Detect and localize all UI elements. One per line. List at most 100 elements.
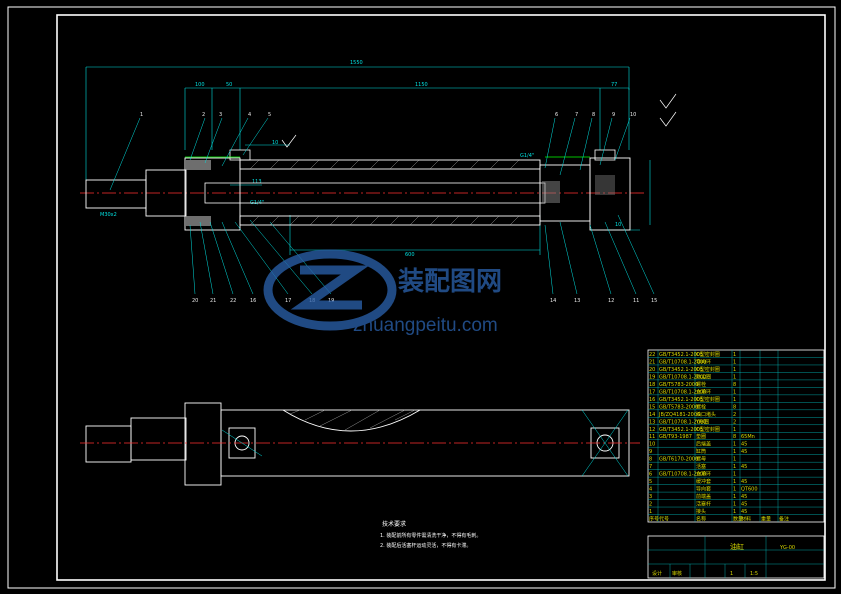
balloon-label: 9 <box>612 112 615 118</box>
bom-cell: O型密封圈 <box>696 426 720 433</box>
bom-cell: 20 <box>649 367 655 373</box>
bom-header-cell: 重量 <box>761 516 771 523</box>
bom-cell: 垫圈 <box>696 433 706 440</box>
watermark: 装配图网 zhuangpeitu.com <box>263 249 502 336</box>
bom-cell: O型密封圈 <box>696 351 720 358</box>
dim-right-10: 10 <box>615 222 621 228</box>
bom-cell: 1 <box>733 389 736 395</box>
bom-cell: 45 <box>741 442 747 448</box>
bom-cell: 1 <box>733 479 736 485</box>
bom-cell: 1 <box>733 442 736 448</box>
bom-cell: 1 <box>733 502 736 508</box>
bom-cell: 16 <box>649 397 655 403</box>
bom-cell: 活塞杆 <box>696 501 711 508</box>
bom-cell: 缸筒 <box>696 448 706 455</box>
watermark-url: zhuangpeitu.com <box>353 315 498 336</box>
bom-cell: 17 <box>649 389 655 395</box>
bom-cell: 1 <box>733 427 736 433</box>
bom-cell: 45 <box>741 464 747 470</box>
notes-line-2: 2. 装配后活塞杆运动灵活，不得有卡滞。 <box>380 542 471 549</box>
section-view: 1550 1150 100 50 77 113 600 M30x2 G1/4" … <box>80 60 677 304</box>
outline-view <box>85 402 630 486</box>
bom-cell: 1 <box>733 487 736 493</box>
bom-cell: 支承环 <box>696 471 711 478</box>
bom-cell: 1 <box>733 494 736 500</box>
bom-cell: 45 <box>741 449 747 455</box>
bom-cell: 14 <box>649 412 655 418</box>
bom-cell: 45 <box>741 494 747 500</box>
bom-cell: GB/T10708.1-2000 <box>659 359 706 365</box>
bom-header-cell: 序号 <box>649 516 659 523</box>
bom-cell: 螺栓 <box>696 403 706 410</box>
balloon-label: 20 <box>192 298 198 304</box>
balloon-label: 22 <box>230 298 236 304</box>
bom-cell: 1 <box>733 374 736 380</box>
bom-cell: 10 <box>649 442 655 448</box>
dim-top-10: 10 <box>272 140 278 146</box>
bom-cell: 1 <box>733 464 736 470</box>
bom-cell: 6 <box>649 472 652 478</box>
bom-cell: 导向环 <box>696 358 711 365</box>
bom-header-cell: 备注 <box>779 516 789 523</box>
dim-thread-left: M30x2 <box>100 212 117 218</box>
watermark-cn: 装配图网 <box>398 266 502 296</box>
balloon-label: 10 <box>630 112 636 118</box>
bom-cell: GB/T10708.1-2000 <box>659 389 706 395</box>
balloon-label: 4 <box>248 112 251 118</box>
title-scale: 1:5 <box>750 571 758 577</box>
balloon-label: 8 <box>592 112 595 118</box>
bom-cell: 1 <box>733 397 736 403</box>
balloons-top: 1 2 3 4 5 6 7 8 9 10 <box>140 112 636 118</box>
dim-left-small: 50 <box>226 82 232 88</box>
bom-cell: JB/ZQ4181-2006 <box>658 412 700 418</box>
bom-header-cell: 代号 <box>659 516 669 523</box>
bom-cell: 1 <box>733 367 736 373</box>
bom-cell: 后端盖 <box>696 441 711 448</box>
bom-cell: GB/T3452.1-2005 <box>659 352 703 358</box>
bom-cell: 1 <box>733 509 736 515</box>
bom-cell: 8 <box>649 457 652 463</box>
balloon-label: 3 <box>219 112 222 118</box>
bom-cell: 11 <box>649 434 655 440</box>
balloon-label: 17 <box>285 298 291 304</box>
bom-cell: 7 <box>649 464 652 470</box>
bom-cell: 45 <box>741 502 747 508</box>
title-drawing-no: YG-00 <box>779 545 795 551</box>
bom-cell: 1 <box>733 359 736 365</box>
bom-cell: GB/T10708.1-2000 <box>659 472 706 478</box>
bom-cell: GB/T3452.1-2005 <box>659 397 703 403</box>
balloon-label: 7 <box>575 112 578 118</box>
bom-cell: 2 <box>733 419 736 425</box>
balloon-label: 6 <box>555 112 558 118</box>
bom-cell: 3 <box>649 494 652 500</box>
notes-line-1: 1. 装配前所有零件需清洗干净，不得有毛刺。 <box>380 532 481 539</box>
bom-cell: 前端盖 <box>696 493 711 500</box>
bom-cell: 22 <box>649 352 655 358</box>
bom-cell: 导向套 <box>696 486 711 493</box>
balloon-label: 16 <box>250 298 256 304</box>
balloon-label: 5 <box>268 112 271 118</box>
bom-cell: GB/T3452.1-2005 <box>659 367 703 373</box>
dim-overall: 1550 <box>350 60 363 66</box>
bom-cell: 8 <box>733 434 736 440</box>
bom-cell: 12 <box>649 427 655 433</box>
bom-cell: GB/T10708.1-2000 <box>659 419 706 425</box>
bom-cell: GB/T10708.1-2000 <box>659 374 706 380</box>
balloon-label: 11 <box>633 298 639 304</box>
bom-cell: 18 <box>649 382 655 388</box>
balloon-label: 15 <box>651 298 657 304</box>
dim-right-small: 77 <box>611 82 617 88</box>
bom-cell: GB/T5783-2000 <box>659 382 698 388</box>
bom-cell: 螺母 <box>696 456 706 463</box>
bom-cell: 65Mn <box>741 434 755 440</box>
bom-cell: 1 <box>733 449 736 455</box>
bom-cell: 5 <box>649 479 652 485</box>
bom-cell: 8 <box>733 404 736 410</box>
bom-cell: 活塞 <box>696 463 706 470</box>
balloons-bottom: 20 21 22 16 17 18 19 14 13 12 11 15 <box>192 298 657 304</box>
bom-cell: GB/T3452.1-2005 <box>659 427 703 433</box>
bom-cell: 缓冲套 <box>696 478 711 485</box>
bom-cell: O型密封圈 <box>696 396 720 403</box>
dim-port-right: G1/4" <box>520 153 534 159</box>
